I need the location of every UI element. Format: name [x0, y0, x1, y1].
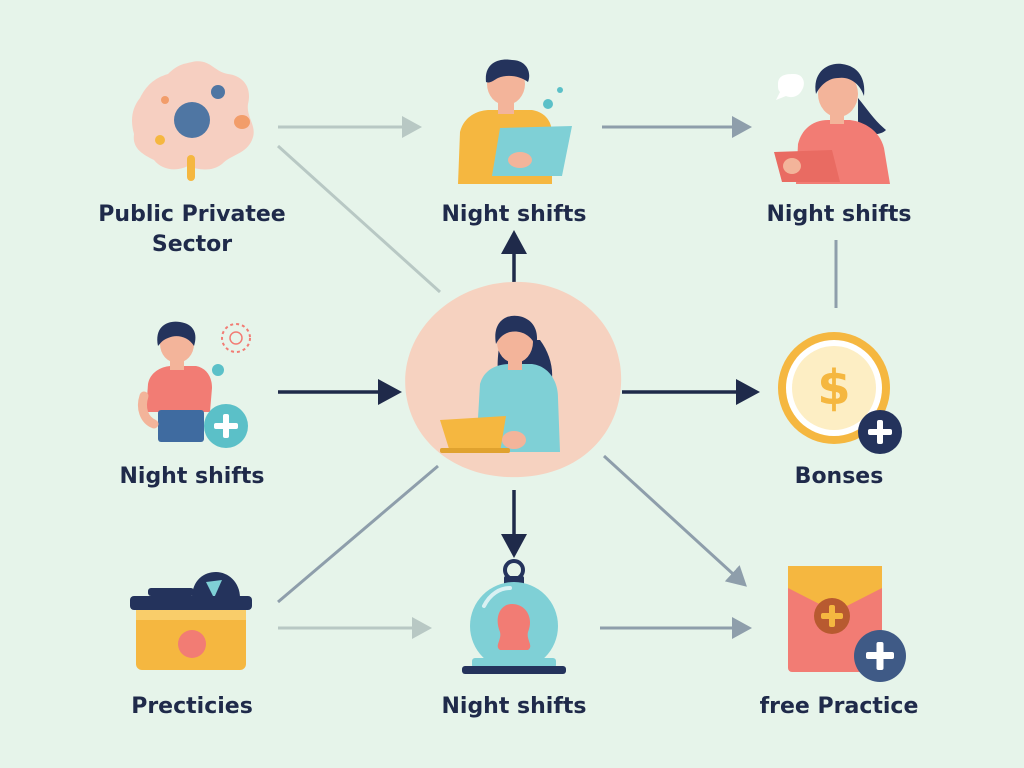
- label-bottom-left: Precticies: [131, 694, 253, 719]
- person-with-tablet-icon: [458, 59, 572, 184]
- label-public-sector-line1: Public Privatee: [98, 202, 286, 227]
- label-bonses: Bonses: [794, 464, 884, 489]
- svg-text:$: $: [817, 360, 850, 416]
- dollar-coin-plus-icon: $: [778, 332, 902, 454]
- toolbox-icon: [130, 572, 252, 670]
- arrow-center-to-bottom-right: [602, 454, 747, 587]
- woman-with-laptop-icon: [405, 281, 622, 478]
- person-plus-icon: [137, 321, 251, 448]
- label-free-practice: free Practice: [759, 694, 919, 719]
- line-bottom-left-to-center: [277, 464, 439, 604]
- label-top-middle: Night shifts: [441, 202, 587, 227]
- label-bottom-middle: Night shifts: [441, 694, 587, 719]
- glass-globe-icon: [462, 559, 566, 674]
- label-middle-left: Night shifts: [119, 464, 265, 489]
- label-public-sector-line2: Sector: [151, 232, 233, 257]
- label-public-sector: Public Privatee Sector: [62, 200, 322, 260]
- envelope-plus-icon: [788, 566, 906, 682]
- line-public-to-center: [276, 144, 442, 294]
- connectors: [276, 116, 838, 639]
- woman-with-tablet-icon: [774, 63, 890, 184]
- virus-blob-icon: [132, 61, 254, 181]
- label-top-right: Night shifts: [766, 202, 912, 227]
